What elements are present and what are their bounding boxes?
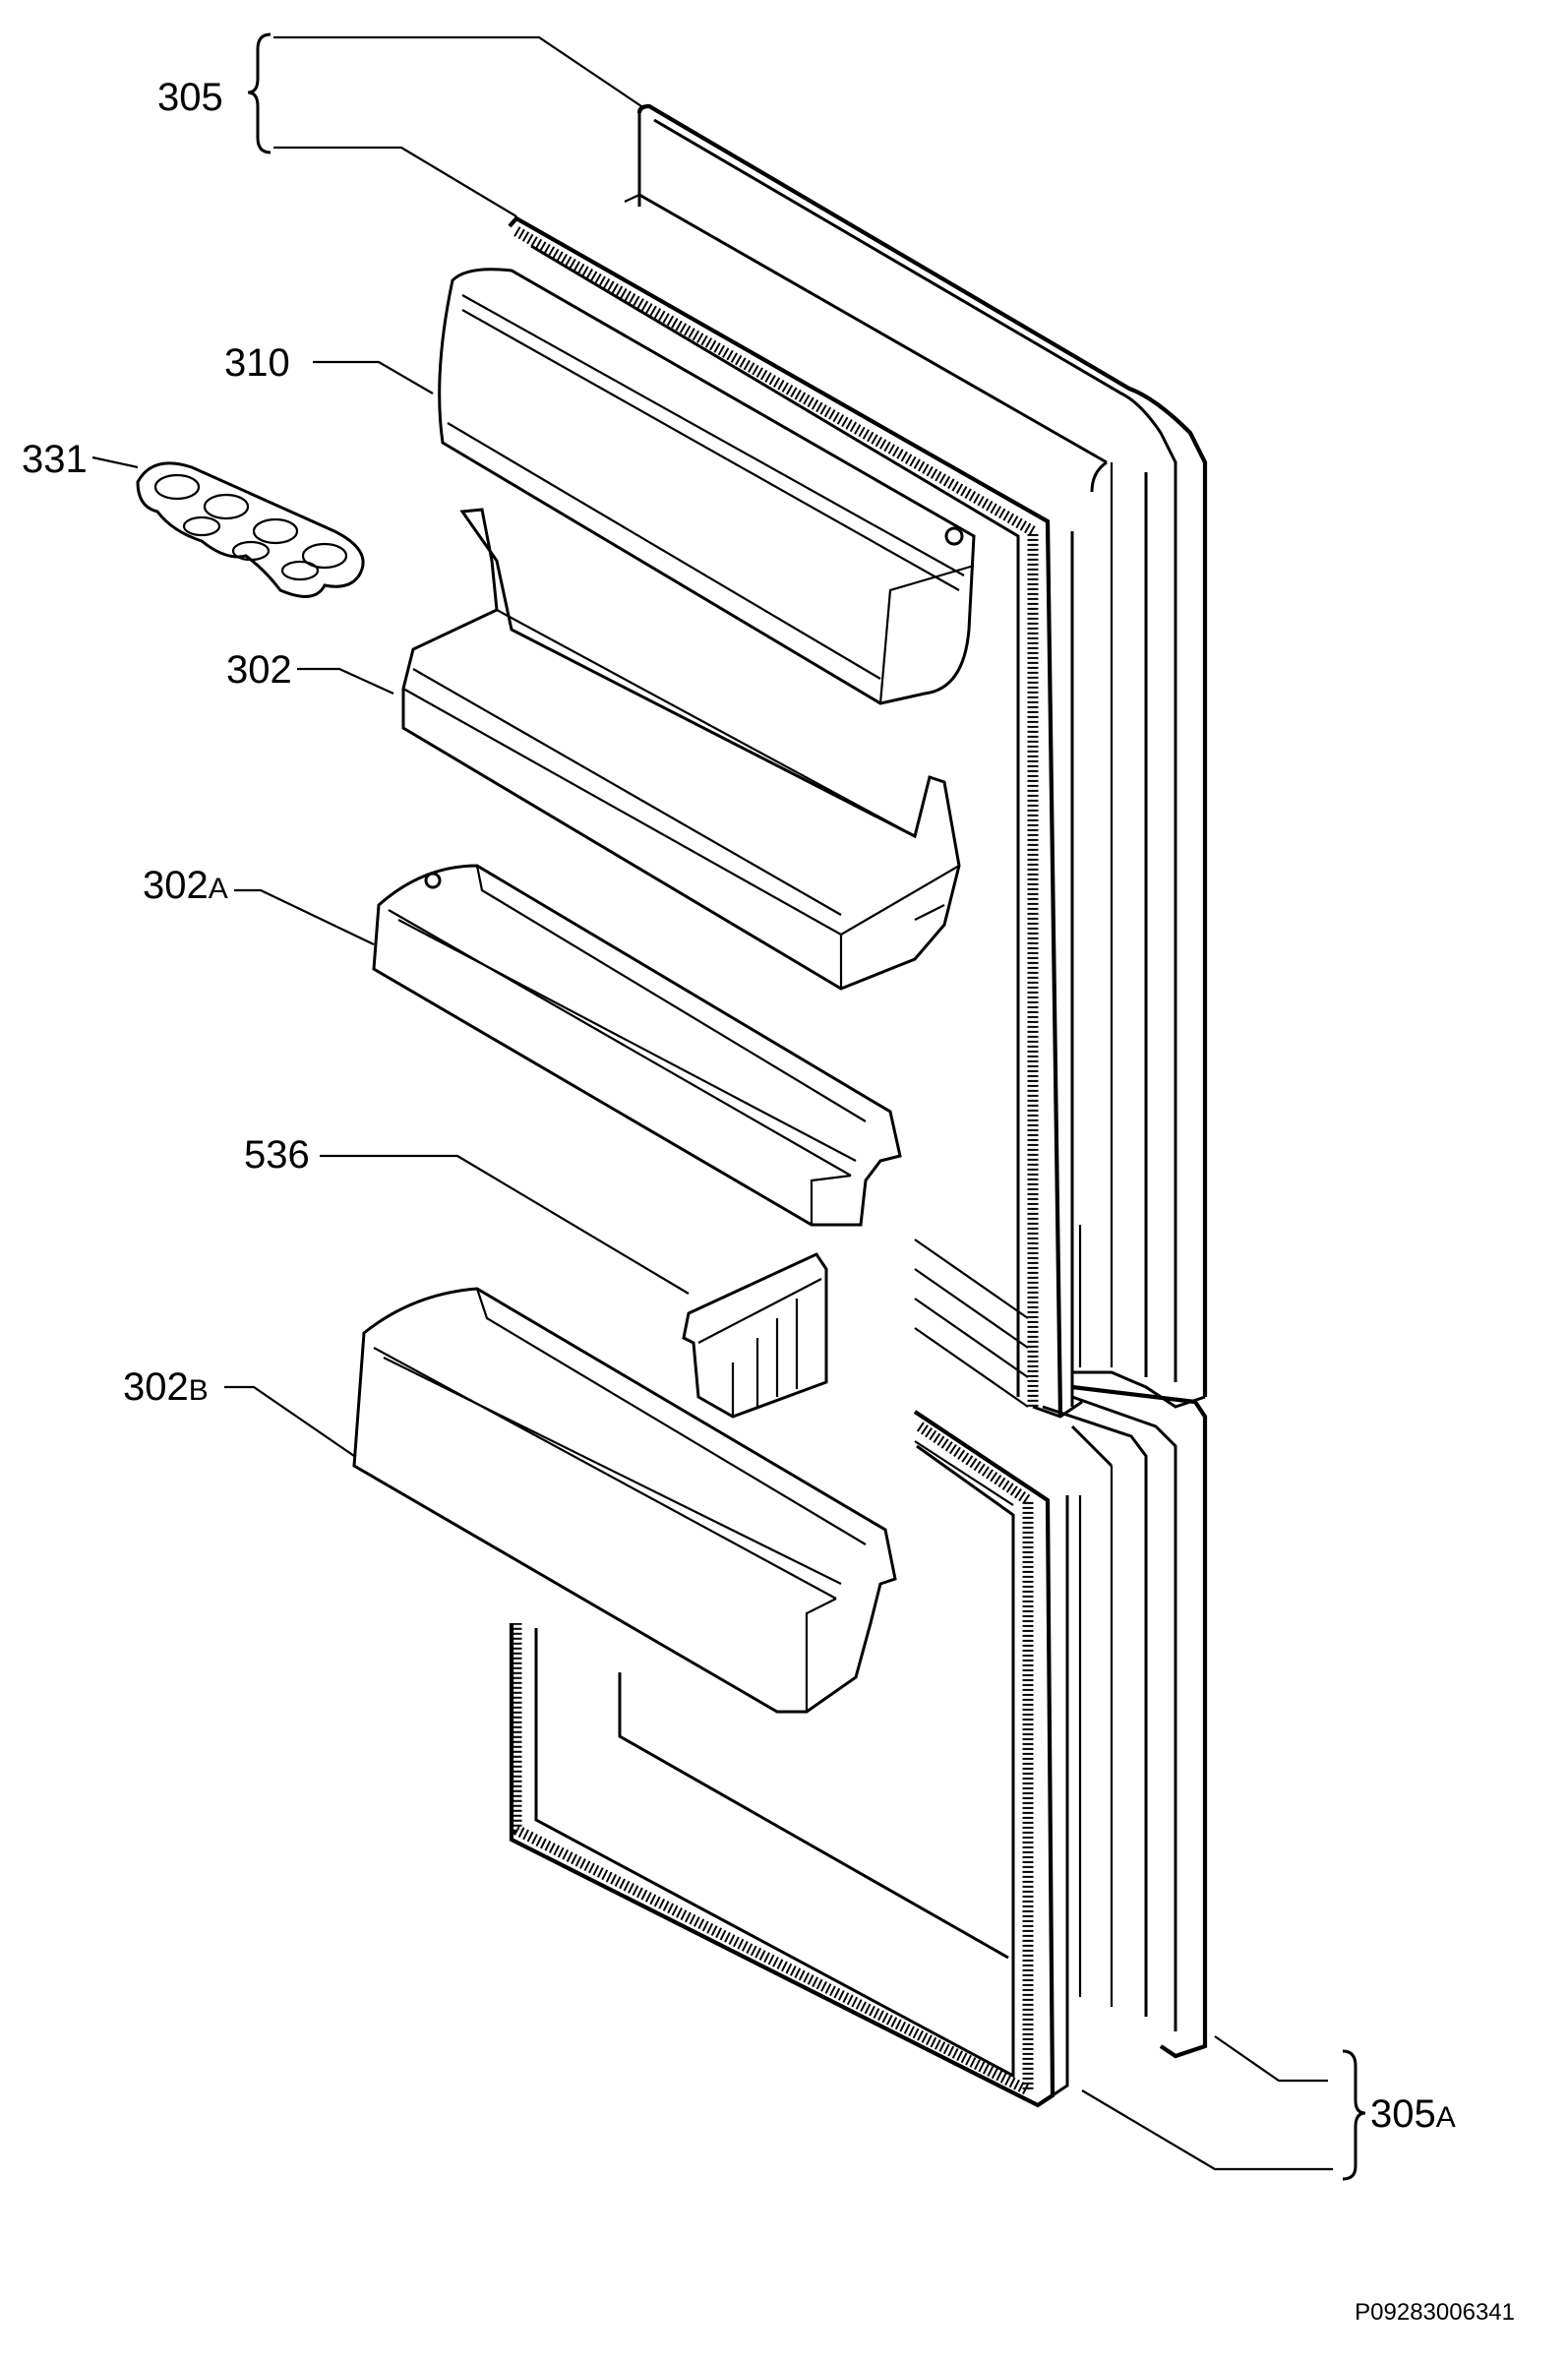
document-id: P09283006341 xyxy=(1355,2299,1515,2326)
lower-door-outer-panel xyxy=(1042,1384,1208,2059)
middle-door-shelf xyxy=(372,864,902,1227)
brace-305a xyxy=(1342,2049,1366,2181)
dairy-compartment-lid xyxy=(438,268,976,705)
label-536: 536 xyxy=(244,1133,310,1177)
bottom-door-shelf xyxy=(352,1287,897,1714)
upper-door-outer-panel xyxy=(624,103,1208,1409)
upper-door-shelf xyxy=(401,508,961,991)
label-302b: 302B xyxy=(123,1365,209,1409)
label-302a: 302A xyxy=(143,864,228,907)
egg-tray xyxy=(136,461,365,598)
brace-305 xyxy=(247,32,271,154)
label-305: 305 xyxy=(157,76,223,119)
label-305a: 305A xyxy=(1370,2092,1456,2136)
part-labels: 305 310 331 302 302A 536 302B 305A xyxy=(22,76,1456,2136)
leader-lines xyxy=(91,32,1366,2181)
label-310: 310 xyxy=(224,341,290,385)
lower-door-gasket xyxy=(509,1410,1069,2108)
label-331: 331 xyxy=(22,438,88,481)
upper-door-gasket xyxy=(508,215,1083,1419)
label-302: 302 xyxy=(226,648,292,692)
bottle-separator xyxy=(682,1252,828,1419)
